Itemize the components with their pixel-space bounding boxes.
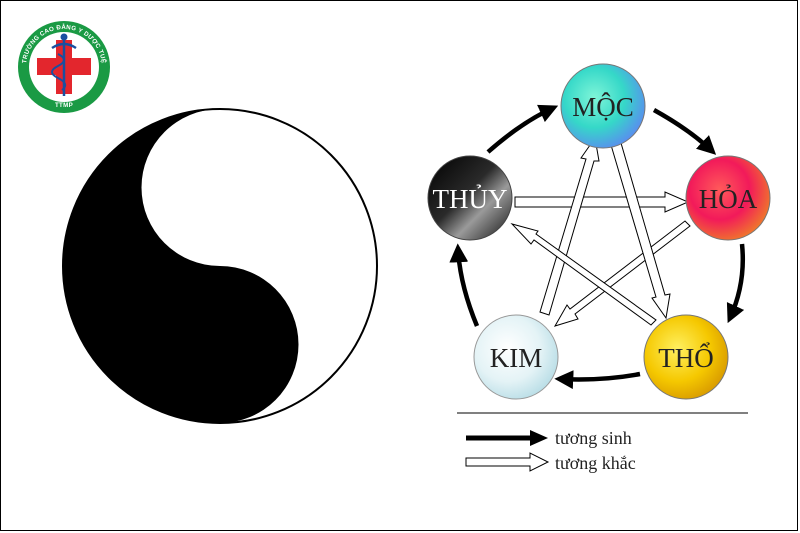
- arrow-thuy-to-hoa: [514, 191, 690, 213]
- arrow-moc-to-hoa: [652, 108, 717, 155]
- school-logo: TRƯỜNG CAO ĐẲNG Y DƯỢC TUỆ TĨNH HÀ NỘI T…: [0, 0, 110, 113]
- legend-generating-label: tương sinh: [555, 428, 632, 448]
- yin-yang-black-dot: [191, 320, 245, 374]
- arrow-thuy-to-moc: [486, 104, 559, 154]
- arrow-hoa-to-tho: [726, 243, 746, 324]
- legend-overcoming-label: tương khắc: [555, 453, 636, 473]
- element-label-thuy: THỦY: [433, 184, 508, 214]
- arrow-tho-to-thuy: [510, 223, 657, 326]
- element-tho: THỔ: [643, 314, 729, 400]
- generating-cycle: [449, 104, 746, 390]
- element-label-kim: KIM: [490, 343, 543, 373]
- yin-yang-white-dot: [191, 161, 245, 215]
- element-label-tho: THỔ: [658, 342, 714, 373]
- element-moc: MỘC: [560, 63, 646, 149]
- arrow-kim-to-moc: [539, 136, 600, 316]
- arrow-tho-to-kim: [554, 370, 641, 390]
- element-label-hoa: HỎA: [699, 184, 758, 214]
- legend-overcoming-arrow-icon: [465, 452, 550, 472]
- legend-generating-arrow-icon: [466, 430, 548, 446]
- legend: tương sinh tương khắc: [457, 412, 748, 473]
- arrow-hoa-to-kim: [553, 220, 691, 327]
- arrow-kim-to-thuy: [449, 243, 480, 327]
- logo-bottom-text: TTMP: [55, 102, 73, 109]
- element-thuy: THỦY: [427, 155, 513, 241]
- element-label-moc: MỘC: [572, 92, 634, 122]
- taijitu-icon: [62, 108, 378, 424]
- element-hoa: HỎA: [685, 155, 771, 241]
- caduceus-icon: [51, 33, 77, 96]
- overcoming-star: [510, 136, 691, 327]
- arrow-moc-to-tho: [610, 142, 671, 320]
- element-kim: KIM: [473, 314, 559, 400]
